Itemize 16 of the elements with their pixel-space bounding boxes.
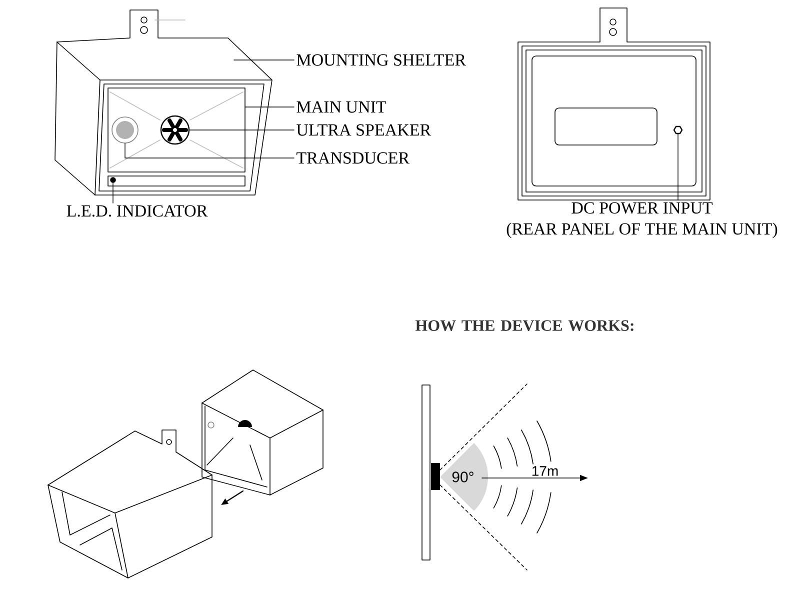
leader-line <box>112 182 114 204</box>
section-heading: HOW THE DEVICE WORKS: <box>415 320 634 332</box>
part-label: L.E.D. INDICATOR <box>66 205 208 217</box>
part-label: MAIN UNIT <box>296 101 386 113</box>
power-socket <box>673 126 683 134</box>
part-label: TRANSDUCER <box>296 152 410 164</box>
transducer-icon <box>112 116 138 144</box>
part-label: DC POWER INPUT (REAR PANEL OF THE MAIN UNIT) <box>506 202 778 238</box>
leader-line <box>124 143 294 158</box>
part-label: ULTRA SPEAKER <box>296 124 432 136</box>
part-label: MOUNTING SHELTER <box>296 54 466 66</box>
speaker-icon <box>160 115 190 145</box>
leader-line <box>245 106 294 108</box>
angle-label: 90° <box>452 472 474 482</box>
main-unit-panel <box>108 88 246 172</box>
distance-label: 17m <box>532 466 558 476</box>
